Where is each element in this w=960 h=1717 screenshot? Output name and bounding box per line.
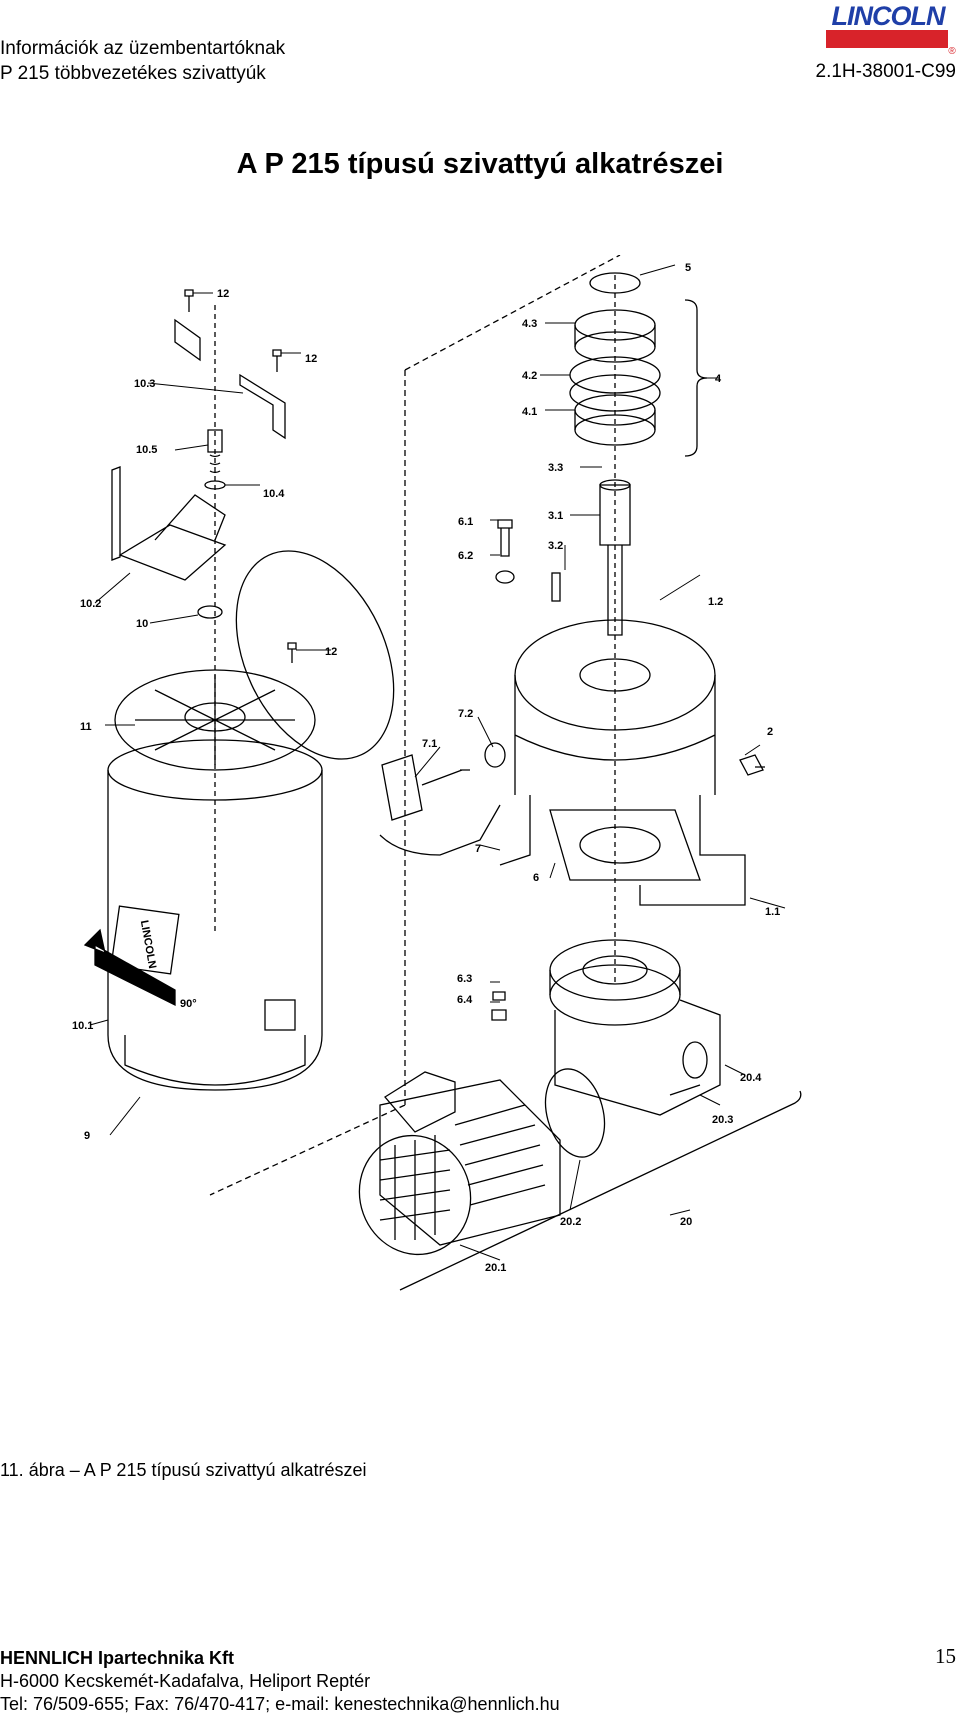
pin-3-2 (551, 572, 561, 602)
plug-2 (739, 754, 765, 776)
open-lid (235, 550, 395, 760)
label-10-2: 10.2 (80, 598, 101, 610)
bracket-4 (684, 299, 708, 457)
lincoln-logo-bar (826, 30, 948, 48)
gearbox-20-4 (554, 999, 721, 1116)
tank-brand-text: LINCOLN (138, 919, 158, 969)
header-line-1: Információk az üzembentartóknak (0, 38, 286, 59)
spring-10-5 (207, 429, 223, 474)
label-11: 11 (80, 721, 92, 733)
label-10-5: 10.5 (136, 444, 157, 456)
label-20-4: 20.4 (740, 1072, 762, 1084)
screw-20-3 (669, 1084, 701, 1096)
label-1-2: 1.2 (708, 596, 723, 608)
label-6-2: 6.2 (458, 550, 473, 562)
shaft-3-1 (599, 484, 631, 636)
label-12-top: 12 (217, 288, 229, 300)
label-7: 7 (475, 843, 481, 855)
footer-company: HENNLICH Ipartechnika Kft (0, 1648, 235, 1668)
tank-label-plate (110, 905, 180, 975)
label-4-2: 4.2 (522, 370, 537, 382)
cover-11 (114, 669, 316, 771)
gasket-7-2 (484, 742, 506, 768)
motor-terminal-box (384, 1071, 456, 1133)
label-4-3: 4.3 (522, 318, 537, 330)
exploded-parts-drawing: 12 12 10.3 10.5 10.4 10.2 10 12 11 10.1 … (72, 255, 802, 1291)
document-header: Információk az üzembentartóknak P 215 tö… (0, 36, 285, 86)
bolt-6-3 (492, 991, 506, 1001)
page-title: A P 215 típusú szivattyú alkatrészei (236, 148, 724, 180)
motor-20-1 (379, 1079, 561, 1246)
label-6-1: 6.1 (458, 516, 473, 528)
label-7-2: 7.2 (458, 708, 473, 720)
label-2: 2 (767, 726, 773, 738)
label-3-2: 3.2 (548, 540, 563, 552)
label-1-1: 1.1 (765, 906, 780, 918)
label-6-3: 6.3 (457, 973, 472, 985)
label-20-3: 20.3 (712, 1114, 733, 1126)
label-6: 6 (533, 872, 539, 884)
ring-5 (589, 272, 641, 294)
label-20: 20 (680, 1216, 692, 1228)
document-number: 2.1H-38001-C99 (815, 61, 956, 82)
label-10-4: 10.4 (263, 488, 285, 500)
screw-12-top (184, 289, 194, 312)
leader-lines (89, 264, 786, 1261)
label-10-3: 10.3 (134, 378, 155, 390)
motor-fan-cover (358, 1134, 472, 1256)
lincoln-logo-registered: ® (948, 46, 956, 56)
tank-9 (107, 770, 323, 1091)
label-5: 5 (685, 262, 691, 274)
footer-contact: Tel: 76/509-655; Fax: 76/470-417; e-mail… (0, 1694, 560, 1714)
rotation-arrow (83, 928, 176, 1007)
label-10-1: 10.1 (72, 1020, 93, 1032)
label-10: 10 (136, 618, 148, 630)
bracket-20 (399, 1090, 802, 1291)
bracket-10-2 (111, 466, 227, 581)
label-20-1: 20.1 (485, 1262, 506, 1274)
label-12-mid: 12 (305, 353, 317, 365)
document-footer: HENNLICH Ipartechnika Kft H-6000 Kecskem… (0, 1647, 560, 1716)
footer-address: H-6000 Kecskemét-Kadafalva, Heliport Rep… (0, 1671, 371, 1691)
gasket-20-2 (544, 1068, 606, 1158)
figure-caption: 11. ábra – A P 215 típusú szivattyú alka… (0, 1460, 367, 1480)
valve-7-1 (381, 754, 470, 821)
header-line-2: P 215 többvezetékes szivattyúk (0, 63, 266, 84)
ring-10 (197, 605, 223, 619)
label-4: 4 (715, 373, 722, 385)
screw-12-lid (287, 642, 297, 663)
label-20-2: 20.2 (560, 1216, 581, 1228)
bracket-7 (379, 804, 501, 856)
label-3-3: 3.3 (548, 462, 563, 474)
lincoln-logo-text: LINCOLN (832, 1, 946, 31)
gasket-6 (549, 809, 701, 881)
bracket-10-3-b (239, 373, 286, 440)
lincoln-logo: LINCOLN ® (826, 1, 956, 56)
page-number: 15 (935, 1644, 956, 1668)
label-12-lid: 12 (325, 646, 337, 658)
label-7-1: 7.1 (422, 738, 437, 750)
label-9: 9 (84, 1130, 90, 1142)
housing-base (499, 795, 746, 906)
label-4-1: 4.1 (522, 406, 537, 418)
bolt-6-1 (497, 519, 513, 557)
rotation-angle-text: 90° (180, 998, 197, 1010)
bracket-10-3-a (174, 318, 201, 362)
nut-6-2 (495, 570, 515, 584)
label-6-4: 6.4 (457, 994, 473, 1006)
nut-6-4 (491, 1009, 507, 1021)
screw-12-mid (272, 349, 282, 372)
dashed-housing-line (209, 255, 621, 1196)
label-3-1: 3.1 (548, 510, 563, 522)
